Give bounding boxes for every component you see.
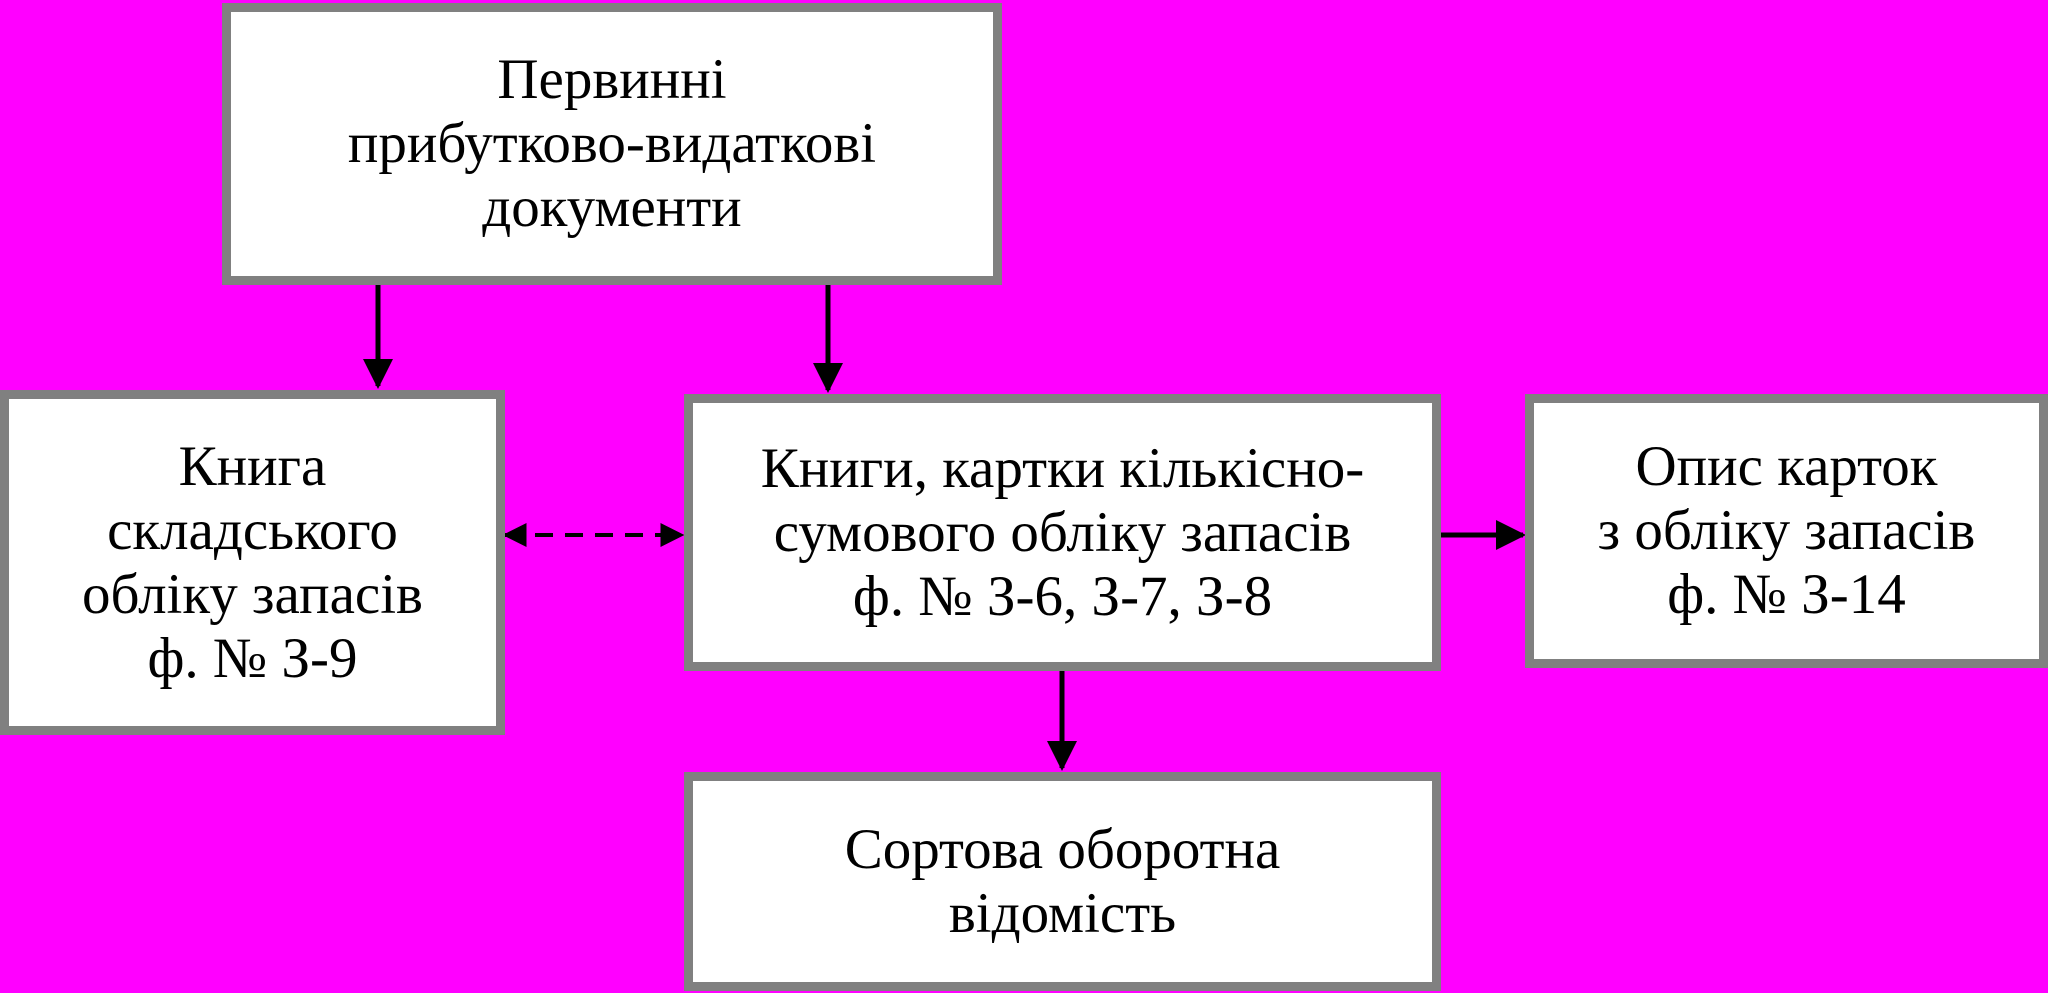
primary-documents-line-1: Первинні [497,48,727,111]
warehouse-book-box: Книга складського обліку запасів ф. № З-… [0,390,505,735]
quantity-sum-books-box: Книги, картки кількісно- сумового обліку… [684,394,1441,671]
card-inventory-text: Опис карток з обліку запасів ф. № З-14 [1598,435,1976,627]
turnover-statement-box: Сортова оборотна відомість [684,772,1441,991]
primary-documents-line-2: прибутково-видаткові [347,112,877,175]
warehouse-book-text: Книга складського обліку запасів ф. № З-… [82,435,423,691]
warehouse-book-line-3: обліку запасів [82,562,423,626]
card-inventory-line-3: ф. № З-14 [1667,563,1906,626]
card-inventory-box: Опис карток з обліку запасів ф. № З-14 [1525,394,2048,668]
primary-documents-text: Первинні прибутково-видаткові документи [348,48,876,240]
warehouse-book-line-1: Книга [178,434,327,498]
quantity-sum-books-line-3: ф. № З-6, З-7, З-8 [852,564,1273,628]
turnover-statement-line-1: Сортова оборотна [844,817,1281,881]
turnover-statement-line-2: відомість [948,881,1177,945]
quantity-sum-books-line-1: Книги, картки кількісно- [760,436,1365,500]
card-inventory-line-2: з обліку запасів [1597,499,1976,562]
primary-documents-box: Первинні прибутково-видаткові документи [222,3,1002,285]
primary-documents-line-3: документи [482,176,742,239]
quantity-sum-books-text: Книги, картки кількісно- сумового обліку… [761,437,1364,629]
warehouse-book-line-2: складського [107,498,398,562]
warehouse-book-line-4: ф. № З-9 [147,626,358,690]
turnover-statement-text: Сортова оборотна відомість [845,818,1281,946]
quantity-sum-books-line-2: сумового обліку запасів [773,500,1352,564]
card-inventory-line-1: Опис карток [1635,435,1938,498]
